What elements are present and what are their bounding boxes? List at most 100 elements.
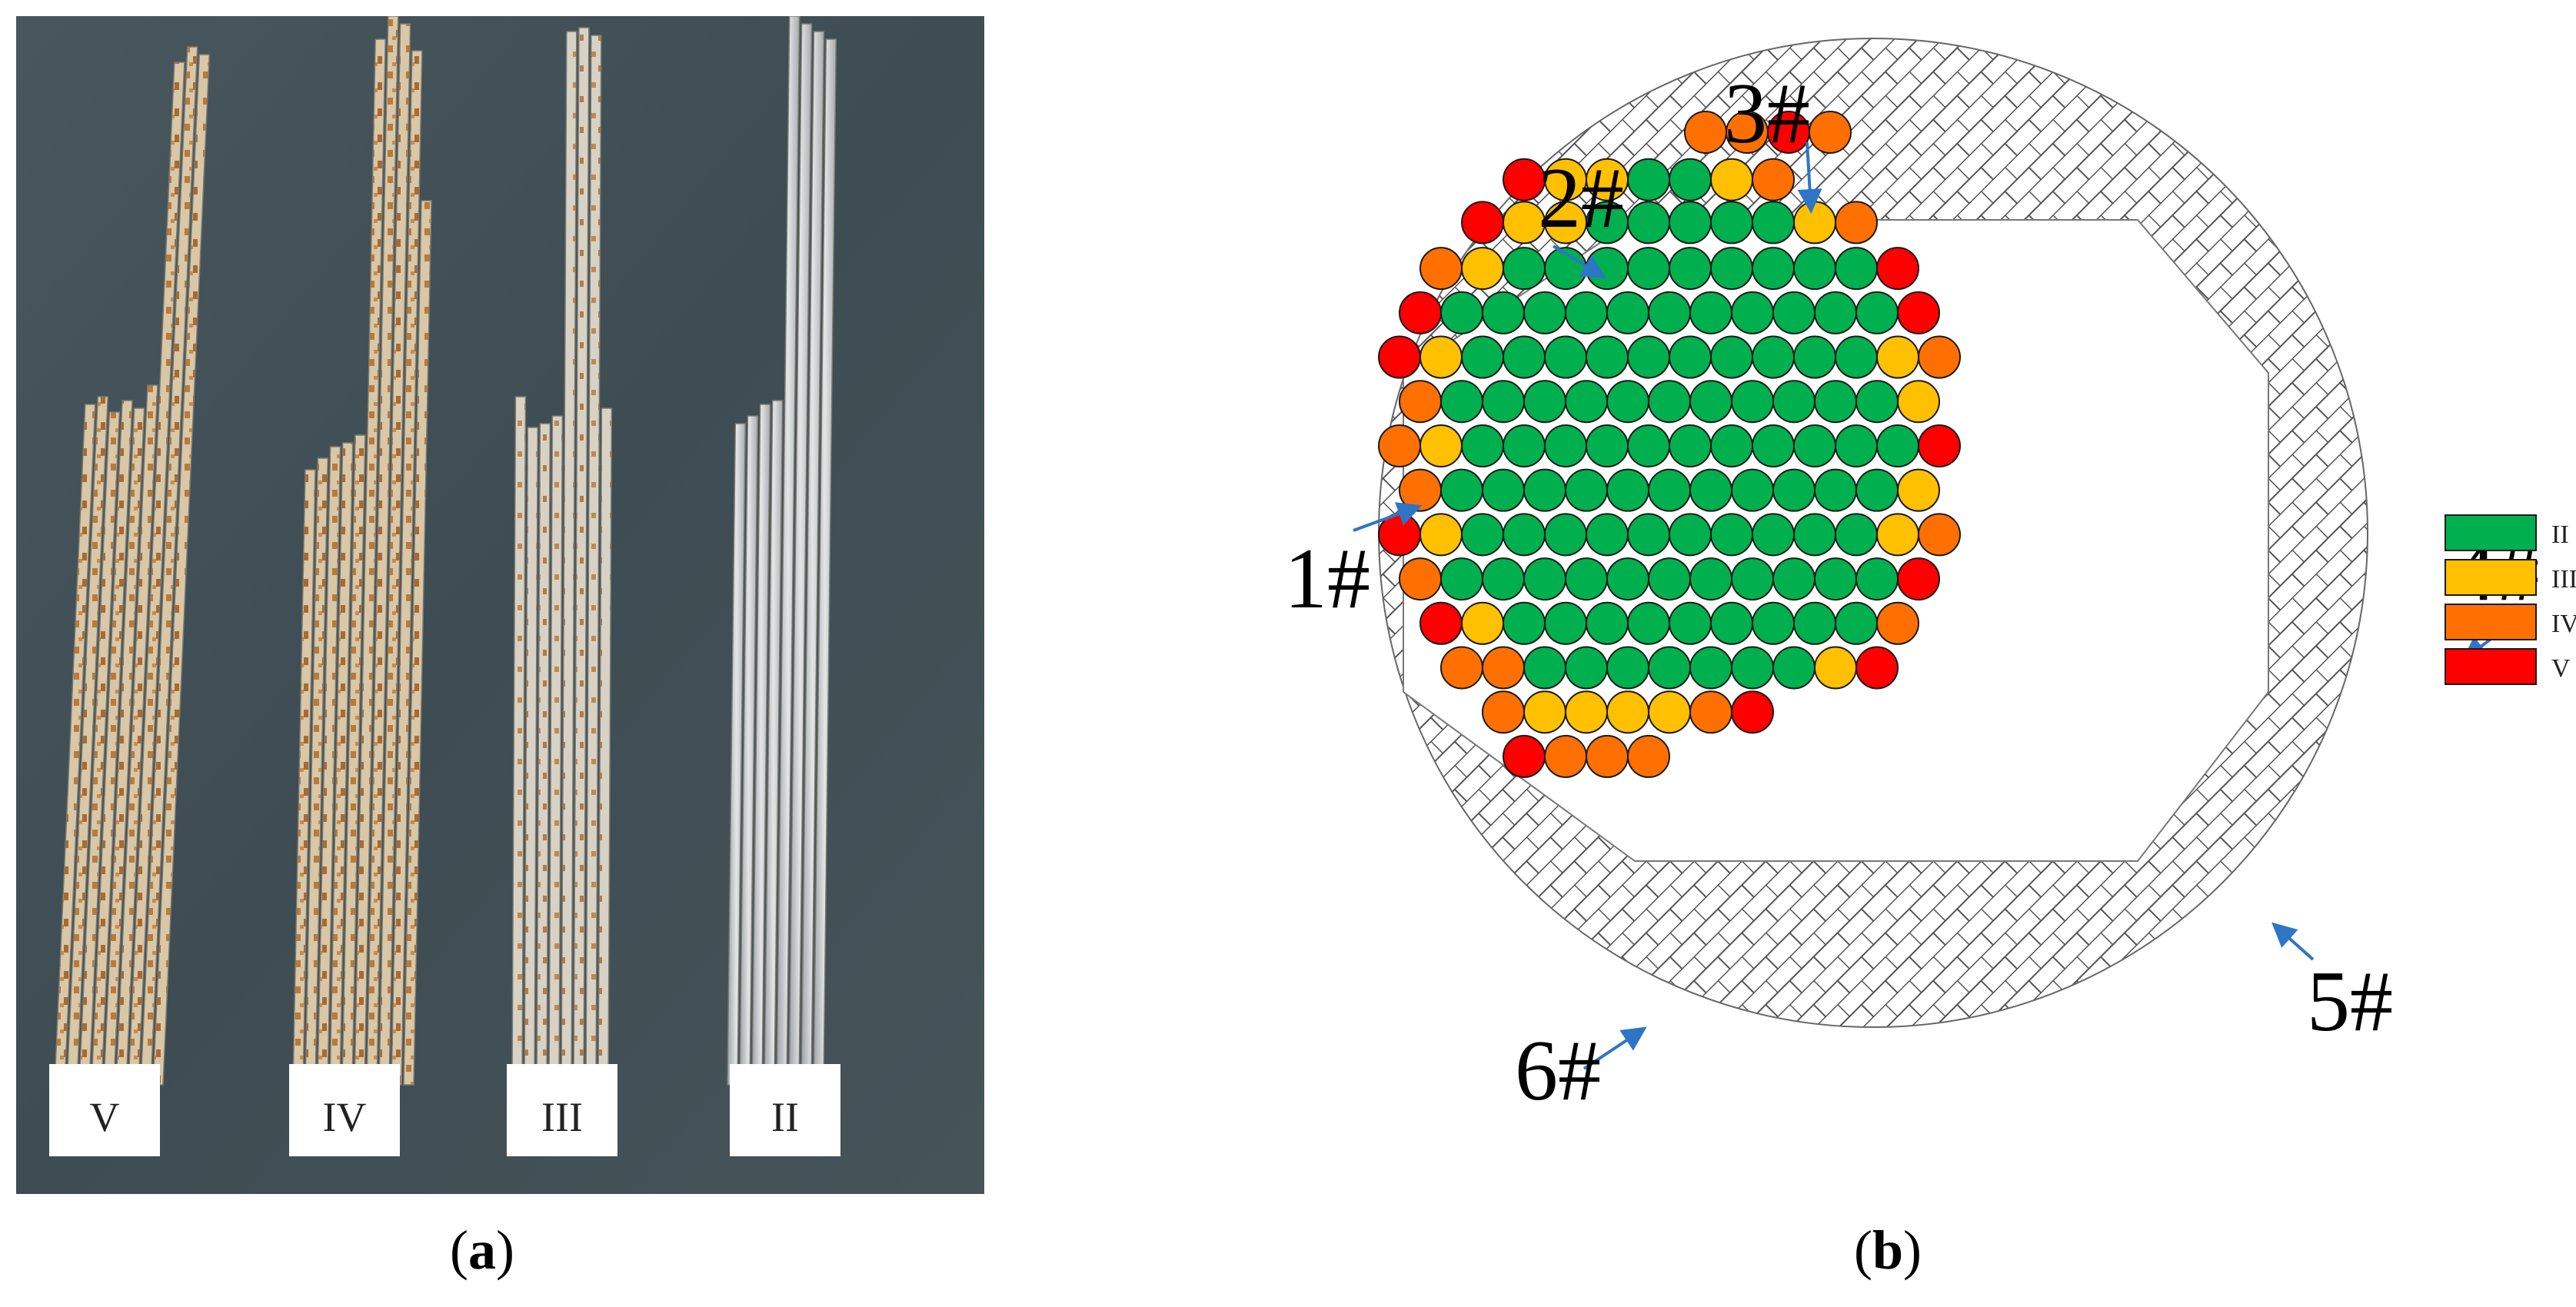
steel-bar-circle	[1876, 247, 1919, 291]
steel-bar-circle	[1565, 646, 1608, 690]
steel-bar-circle	[1689, 291, 1732, 334]
steel-bar	[403, 200, 432, 1086]
steel-bar-circle	[1523, 380, 1566, 424]
steel-bar-circle	[1461, 513, 1504, 557]
steel-bar-circle	[1648, 646, 1691, 690]
steel-bar-bundle	[1378, 111, 1961, 778]
steel-bar-circle	[1876, 513, 1919, 557]
marker-arrow	[1353, 502, 1423, 532]
caption-a: (a)	[450, 1219, 514, 1281]
steel-bar-circle	[1419, 335, 1463, 379]
steel-bar-circle	[1731, 690, 1774, 734]
marker-label: 2#	[1538, 151, 1624, 246]
marker-label: 1#	[1284, 531, 1370, 627]
steel-bar-circle	[1835, 513, 1878, 557]
steel-bar-circle	[1648, 291, 1691, 334]
legend-swatch	[2445, 604, 2537, 640]
grade-card: V	[49, 1064, 160, 1156]
steel-bar-circle	[1503, 513, 1546, 557]
steel-bar-circle	[1565, 468, 1608, 512]
legend-swatch	[2445, 559, 2537, 596]
steel-bar-circle	[1835, 201, 1878, 244]
steel-bar-circle	[1669, 247, 1712, 291]
steel-bar-circle	[1503, 424, 1546, 467]
steel-bar-circle	[1793, 513, 1836, 557]
steel-bar-circle	[1565, 380, 1608, 424]
steel-bar-circle	[1503, 247, 1546, 291]
steel-bar-circle	[1918, 335, 1961, 379]
legend-swatch	[2445, 648, 2537, 685]
steel-bar-circle	[1814, 380, 1857, 424]
steel-bar-circle	[1814, 291, 1857, 334]
steel-bar-circle	[1814, 646, 1857, 690]
steel-bar-circle	[1461, 335, 1504, 379]
steel-bar-circle	[1606, 468, 1649, 512]
steel-bar-circle	[1419, 513, 1463, 557]
steel-bar-circle	[1606, 557, 1649, 601]
steel-bar-circle	[1772, 646, 1816, 690]
steel-bar-circle	[1689, 468, 1732, 512]
steel-bar-circle	[1586, 601, 1629, 645]
steel-bar-circle	[1482, 646, 1525, 690]
steel-bar-circle	[1523, 646, 1566, 690]
steel-bar-circle	[1606, 646, 1649, 690]
steel-bar-circle	[1586, 335, 1629, 379]
steel-bar-circle	[1855, 291, 1899, 334]
steel-bar-circle	[1523, 557, 1566, 601]
steel-bar-circle	[1772, 380, 1816, 424]
steel-bar-circle	[1710, 513, 1753, 557]
grade-card-label: V	[90, 1094, 120, 1140]
steel-bar-circle	[1482, 291, 1525, 334]
steel-bar-circle	[1503, 734, 1546, 778]
steel-bar-circle	[1689, 557, 1732, 601]
marker-arrow	[1552, 244, 1606, 279]
steel-bar-circle	[1440, 557, 1483, 601]
steel-bar-circle	[1772, 557, 1816, 601]
steel-bar-circle	[1399, 468, 1442, 512]
steel-bar-circle	[1793, 201, 1836, 244]
steel-bar-circle	[1503, 335, 1546, 379]
steel-bar-circle	[1586, 513, 1629, 557]
steel-bar-circle	[1793, 601, 1836, 645]
steel-bar-circle	[1918, 424, 1961, 467]
grade-card-label: II	[771, 1094, 799, 1140]
steel-bar-circle	[1835, 601, 1878, 645]
steel-bar-circle	[1897, 380, 1940, 424]
grade-card: IV	[289, 1064, 400, 1156]
steel-bar-circle	[1752, 201, 1795, 244]
steel-bar-circle	[1918, 513, 1961, 557]
steel-bar-circle	[1669, 513, 1712, 557]
steel-bar-circle	[1876, 601, 1919, 645]
steel-bar-circle	[1855, 468, 1899, 512]
steel-bar-circle	[1627, 513, 1670, 557]
steel-bar-circle	[1897, 291, 1940, 334]
steel-bar-circle	[1669, 424, 1712, 467]
steel-bar-circle	[1523, 291, 1566, 334]
marker-arrow	[2271, 922, 2315, 961]
steel-bar-circle	[1440, 380, 1483, 424]
steel-bar-circle	[1835, 424, 1878, 467]
steel-bar-circle	[1731, 646, 1774, 690]
marker-label: 5#	[2307, 954, 2393, 1049]
marker-label: 6#	[1515, 1023, 1601, 1119]
steel-bar-circle	[1461, 201, 1504, 244]
steel-bar-circle	[1586, 734, 1629, 778]
steel-bar-circle	[1689, 690, 1732, 734]
steel-bar-circle	[1606, 291, 1649, 334]
steel-bar-circle	[1627, 335, 1670, 379]
steel-bar	[391, 50, 423, 1086]
legend-swatch	[2445, 514, 2537, 551]
steel-bar-circle	[1855, 557, 1899, 601]
steel-bar-circle	[1835, 335, 1878, 379]
steel-bar-circle	[1876, 335, 1919, 379]
steel-bar-circle	[1523, 468, 1566, 512]
steel-bar-circle	[1440, 468, 1483, 512]
marker-label: 3#	[1724, 66, 1810, 161]
steel-bar-circle	[1793, 424, 1836, 467]
steel-bar-circle	[1419, 424, 1463, 467]
steel-bar	[152, 54, 211, 1086]
steel-bar-circle	[1752, 513, 1795, 557]
steel-bar-circle	[1897, 468, 1940, 512]
